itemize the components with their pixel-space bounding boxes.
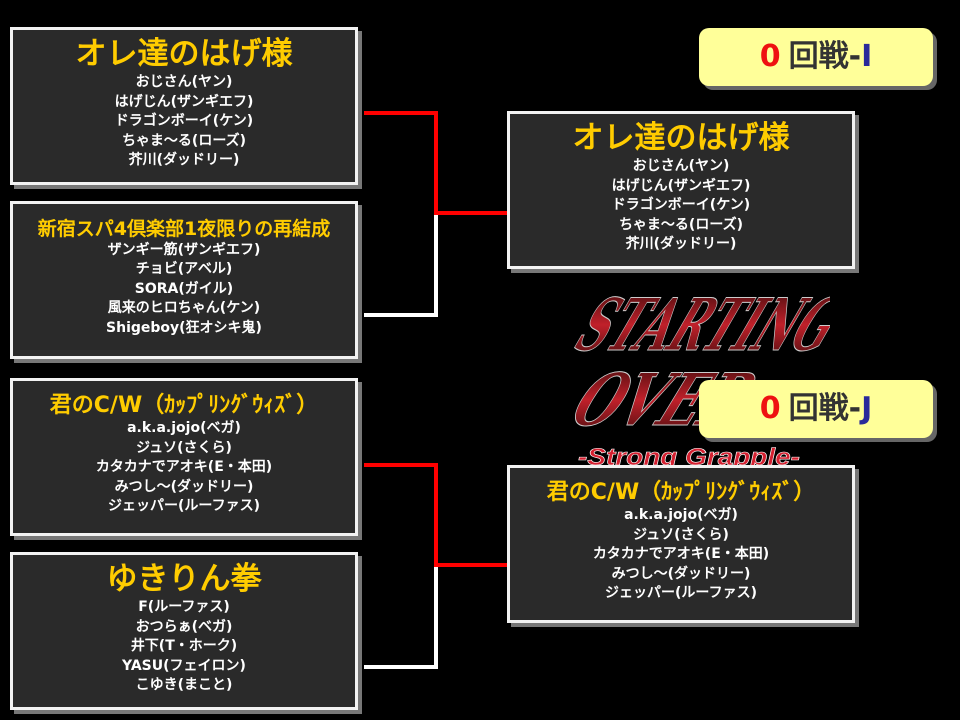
team-member: こゆき(まこと)	[135, 677, 233, 694]
bracket-line-winner	[364, 111, 438, 115]
team-member: はげじん(ザンギエフ)	[611, 177, 751, 194]
team-member: YASU(フェイロン)	[122, 657, 246, 674]
starting-over-logo: STARTING OVER -Strong Grapple-	[559, 282, 830, 470]
bracket-line-loser	[364, 665, 438, 669]
team-member: チョビ(アベル)	[135, 261, 233, 278]
team-member: カタカナでアオキ(E・本田)	[592, 546, 770, 563]
team-member: 風来のヒロちゃん(ケン)	[107, 300, 261, 317]
team-card: ゆきりん拳 F(ルーファス) おつらぁ(ベガ) 井下(T・ホーク) YASU(フ…	[10, 552, 358, 710]
team-member: 芥川(ダッドリー)	[128, 152, 240, 169]
team-member: Shigeboy(狂オシキ鬼)	[106, 319, 262, 336]
team-card: オレ達のはげ様 おじさん(ヤン) はげじん(ザンギエフ) ドラゴンボーイ(ケン)…	[10, 27, 358, 185]
team-member: みつし～(ダッドリー)	[611, 565, 751, 582]
team-name: 君のC/W（ｶｯﾌﾟﾘﾝｸﾞｳｨｽﾞ）	[49, 393, 319, 418]
winner-card: 君のC/W（ｶｯﾌﾟﾘﾝｸﾞｳｨｽﾞ） a.k.a.jojo(ベガ) ジュソ(さ…	[507, 465, 855, 623]
team-member: SORA(ガイル)	[134, 280, 234, 297]
team-member: おつらぁ(ベガ)	[135, 618, 233, 635]
team-member: a.k.a.jojo(ベガ)	[127, 420, 241, 437]
team-member: ちゃま～る(ローズ)	[618, 216, 744, 233]
round-id: I	[861, 39, 873, 74]
team-member: おじさん(ヤン)	[632, 158, 730, 175]
team-name: オレ達のはげ様	[75, 36, 293, 72]
team-member: ジュソ(さくら)	[633, 526, 729, 543]
team-member: みつし～(ダッドリー)	[114, 478, 254, 495]
team-member: F(ルーファス)	[138, 599, 230, 616]
bracket-line-loser	[434, 215, 438, 317]
round-text: 回戦-	[788, 39, 862, 74]
winner-card: オレ達のはげ様 おじさん(ヤン) はげじん(ザンギエフ) ドラゴンボーイ(ケン)…	[507, 111, 855, 269]
bracket-line-winner	[434, 563, 507, 567]
bracket-line-winner	[434, 463, 438, 567]
team-member: ジェッパー(ルーファス)	[108, 498, 260, 515]
team-name: オレ達のはげ様	[572, 120, 790, 156]
team-member: カタカナでアオキ(E・本田)	[95, 459, 273, 476]
bracket-line-loser	[434, 567, 438, 669]
team-member: ジェッパー(ルーファス)	[605, 585, 757, 602]
round-id: J	[861, 391, 873, 426]
team-member: 芥川(ダッドリー)	[625, 236, 737, 253]
team-name: 新宿スパ4倶楽部1夜限りの再結成	[37, 218, 331, 240]
team-member: 井下(T・ホーク)	[130, 638, 238, 655]
team-card: 君のC/W（ｶｯﾌﾟﾘﾝｸﾞｳｨｽﾞ） a.k.a.jojo(ベガ) ジュソ(さ…	[10, 378, 358, 536]
team-member: ドラゴンボーイ(ケン)	[611, 197, 751, 214]
round-number: 0	[759, 39, 781, 74]
round-number: 0	[759, 391, 781, 426]
svg-text:STARTING: STARTING	[565, 283, 830, 368]
team-member: はげじん(ザンギエフ)	[114, 93, 254, 110]
team-card: 新宿スパ4倶楽部1夜限りの再結成 ザンギー筋(ザンギエフ) チョビ(アベル) S…	[10, 201, 358, 359]
team-member: ドラゴンボーイ(ケン)	[114, 113, 254, 130]
bracket-line-winner	[364, 463, 438, 467]
round-text: 回戦-	[788, 391, 862, 426]
team-name: ゆきりん拳	[106, 561, 262, 597]
bracket-line-winner	[434, 211, 507, 215]
bracket-line-loser	[364, 313, 438, 317]
team-member: ジュソ(さくら)	[136, 439, 232, 456]
team-member: ザンギー筋(ザンギエフ)	[107, 241, 261, 258]
team-member: おじさん(ヤン)	[135, 74, 233, 91]
bracket-line-winner	[434, 111, 438, 215]
team-member: a.k.a.jojo(ベガ)	[624, 507, 738, 524]
team-name: 君のC/W（ｶｯﾌﾟﾘﾝｸﾞｳｨｽﾞ）	[546, 480, 816, 505]
team-member: ちゃま～る(ローズ)	[121, 132, 247, 149]
